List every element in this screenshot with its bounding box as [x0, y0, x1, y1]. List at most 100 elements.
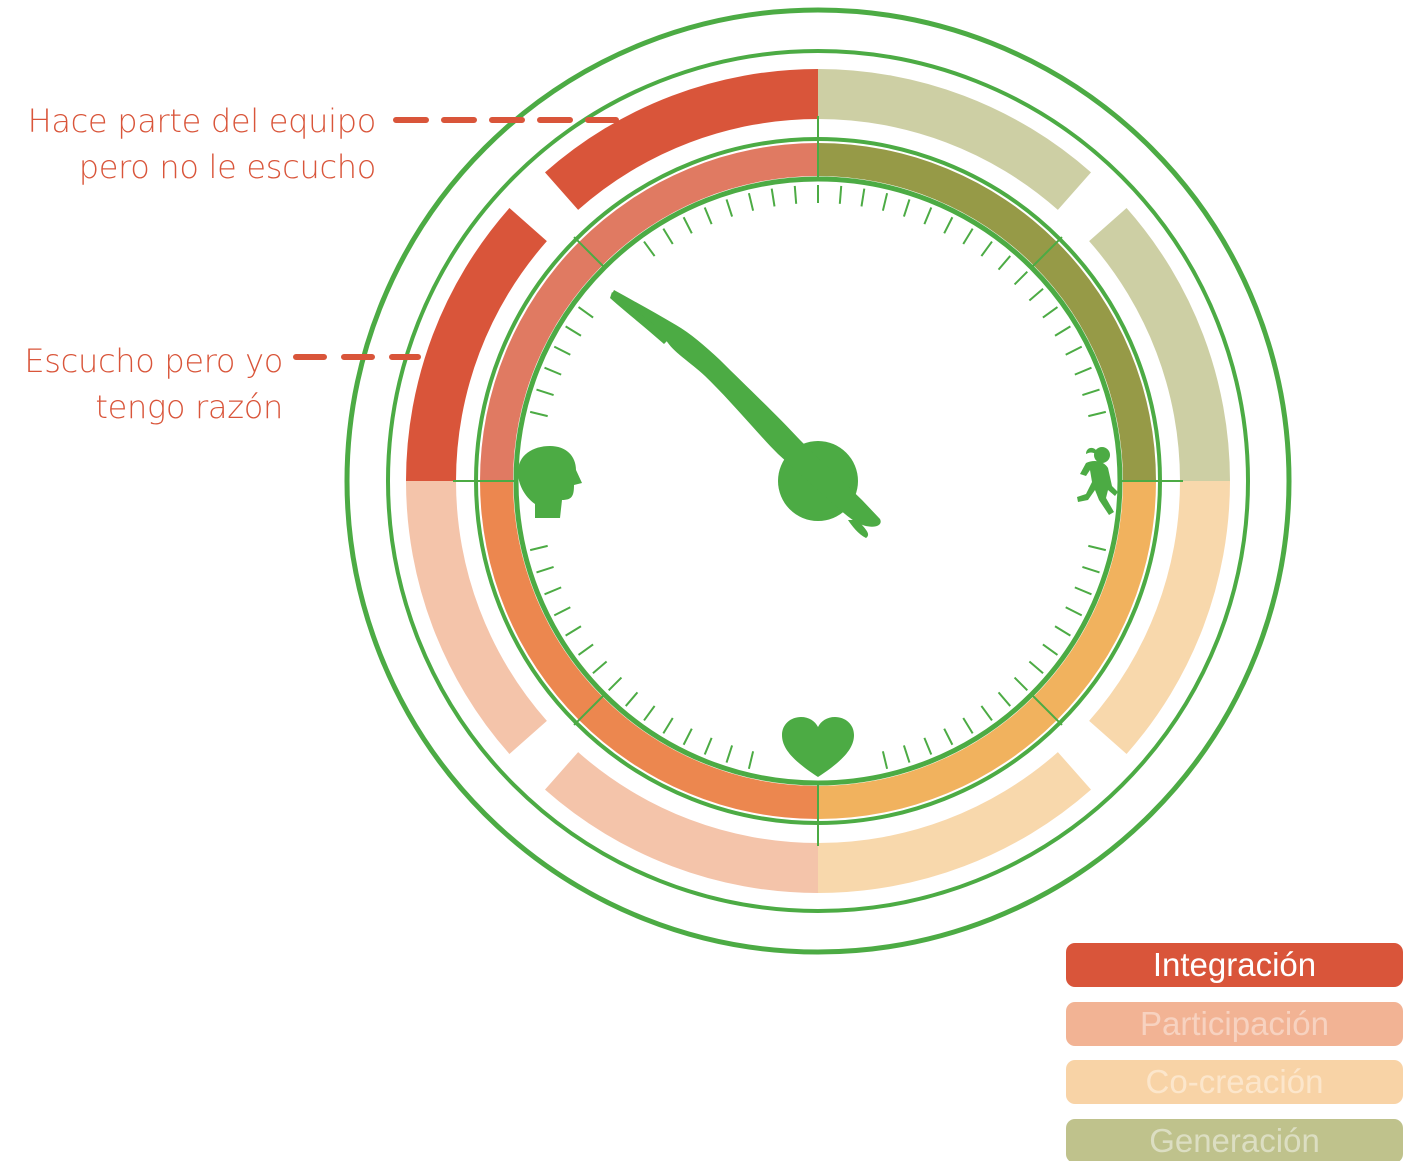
outer-segment-participacion-left [406, 481, 547, 754]
inner-segment-cocreacion [818, 481, 1156, 819]
tick [682, 728, 693, 746]
swimmer-diving-icon [610, 290, 881, 538]
tick [536, 565, 554, 574]
outer-segment-cocreacion-bottom-right [818, 752, 1091, 893]
tick [923, 207, 933, 225]
tick [725, 745, 734, 763]
tick [1013, 270, 1029, 286]
tick [980, 705, 993, 722]
tick [902, 745, 911, 763]
ring-2 [386, 49, 1250, 913]
ring-1 [344, 7, 1292, 955]
tick [1042, 306, 1059, 319]
tick [577, 306, 594, 319]
legend-participacion: Participación [1066, 1002, 1403, 1046]
callout-2-line-2: tengo razón [95, 388, 283, 426]
tick [536, 388, 554, 397]
tick [997, 691, 1011, 707]
callout-1-line-2: pero no le escucho [78, 148, 377, 186]
tick [1054, 325, 1071, 337]
tick [747, 751, 755, 770]
tick [838, 185, 843, 204]
tick [943, 216, 954, 234]
diagonal-mark-1 [573, 236, 607, 270]
inner-segment-participacion [480, 481, 818, 819]
tick [577, 643, 594, 656]
tick [962, 717, 974, 734]
tick [770, 188, 776, 207]
tick [997, 255, 1011, 271]
head-profile-icon [518, 446, 582, 518]
outer-segment-generacion-top-right [818, 69, 1091, 210]
tick [1074, 586, 1092, 596]
inner-segment-integracion [480, 143, 818, 481]
tick [1054, 625, 1071, 637]
callout-2-line-1: Escucho pero yo [24, 342, 283, 380]
inner-segments [480, 143, 1156, 819]
tick [529, 544, 548, 552]
tick [682, 216, 693, 234]
tick [1028, 660, 1044, 674]
rings [344, 7, 1292, 955]
tick [662, 228, 674, 245]
tick [1074, 366, 1092, 376]
tick [962, 228, 974, 245]
tick [553, 606, 571, 617]
tick [1042, 643, 1059, 656]
tick [1028, 288, 1044, 302]
tick [607, 676, 623, 692]
diagonal-mark-2 [1029, 236, 1063, 270]
tick [703, 207, 713, 225]
tick [923, 737, 933, 755]
tick [592, 660, 608, 674]
diagonal-mark-3 [1029, 692, 1063, 726]
tick [860, 188, 866, 207]
outer-segment-participacion-bottom-left [545, 752, 818, 893]
tick [793, 185, 798, 204]
outer-segment-integracion-left [406, 208, 547, 481]
outer-segment-generacion-right [1089, 208, 1230, 481]
tick [643, 705, 656, 722]
tick [1082, 565, 1100, 574]
tick [747, 192, 755, 211]
tick [643, 240, 656, 257]
tick [1088, 544, 1107, 552]
callout-integration-team: Hace parte del equipo pero no le escucho [27, 98, 377, 190]
tick [881, 751, 889, 770]
callout-listen-but-right: Escucho pero yo tengo razón [24, 338, 283, 430]
tick [980, 240, 993, 257]
inner-segment-generacion [818, 143, 1156, 481]
diagonal-mark-4 [573, 692, 607, 726]
tick [625, 691, 639, 707]
tick [1013, 676, 1029, 692]
tick-marks [529, 185, 1107, 770]
tick [881, 192, 889, 211]
heart-icon [782, 717, 854, 777]
tick [1065, 606, 1083, 617]
outer-segments [406, 68, 1230, 893]
legend-generacion: Generación [1066, 1119, 1403, 1161]
tick [1065, 345, 1083, 356]
leader-lines [293, 117, 619, 360]
outer-segment-cocreacion-right [1089, 481, 1230, 754]
tick [703, 737, 713, 755]
runner-icon [1077, 447, 1118, 515]
tick [1088, 410, 1107, 418]
legend-cocreacion: Co-creación [1066, 1060, 1403, 1104]
legend-integracion: Integración [1066, 943, 1403, 987]
outer-segment-integracion-top-left [545, 68, 818, 210]
tick [902, 199, 911, 217]
tick [529, 410, 548, 418]
tick [553, 345, 571, 356]
tick [662, 717, 674, 734]
tick [565, 325, 582, 337]
callout-1-line-1: Hace parte del equipo [27, 102, 377, 140]
tick [943, 728, 954, 746]
tick [565, 625, 582, 637]
tick [544, 586, 562, 596]
tick [544, 366, 562, 376]
tick [1082, 388, 1100, 397]
tick [725, 199, 734, 217]
